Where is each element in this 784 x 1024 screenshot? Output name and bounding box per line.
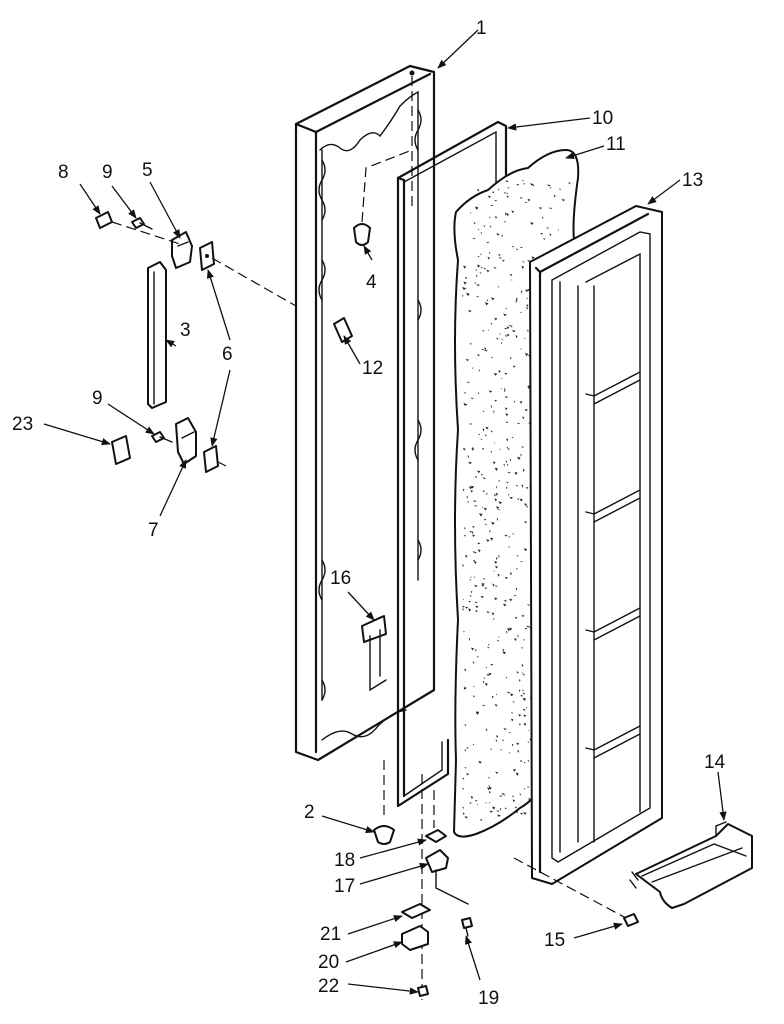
- callout-13: 13: [682, 170, 703, 191]
- callout-5: 5: [142, 160, 153, 181]
- callout-17: 17: [334, 876, 355, 897]
- callout-10: 10: [592, 108, 613, 129]
- callout-8: 8: [58, 162, 69, 183]
- callout-18: 18: [334, 850, 355, 871]
- callout-19: 19: [478, 988, 499, 1009]
- callout-12: 12: [362, 358, 383, 379]
- hinge-parts-upper: [95, 211, 297, 409]
- callout-9b: 9: [92, 388, 103, 409]
- callout-labels: 1 2 3 4 5 6 7 8 9 9 10 11 12 13 14 15 16…: [12, 18, 726, 1009]
- part-4-bumper: [353, 149, 413, 246]
- shelf-divider: [585, 725, 641, 759]
- bottom-hardware: [373, 760, 639, 1000]
- callout-15: 15: [544, 930, 565, 951]
- callout-16: 16: [330, 568, 351, 589]
- callout-9a: 9: [102, 162, 113, 183]
- callout-4: 4: [366, 272, 377, 293]
- callout-3: 3: [180, 320, 191, 341]
- leader-lines: [43, 29, 727, 995]
- callout-23: 23: [12, 414, 33, 435]
- part-12-clip: [333, 317, 353, 343]
- door-bin: [629, 821, 753, 909]
- callout-20: 20: [318, 952, 339, 973]
- part-16-bracket: [361, 615, 387, 692]
- callout-6: 6: [222, 344, 233, 365]
- callout-1: 1: [476, 18, 487, 39]
- outer-door-panel: [294, 64, 436, 762]
- callout-14: 14: [704, 752, 726, 773]
- callout-22: 22: [318, 976, 339, 997]
- inner-door-liner: [529, 205, 663, 885]
- callout-11: 11: [606, 134, 626, 155]
- callout-2: 2: [304, 802, 315, 823]
- shelf-divider: [585, 371, 641, 405]
- callout-21: 21: [320, 924, 341, 945]
- callout-7: 7: [148, 520, 159, 541]
- shelf-divider: [585, 489, 641, 523]
- shelf-divider: [585, 607, 641, 641]
- hinge-parts-lower: [111, 417, 227, 473]
